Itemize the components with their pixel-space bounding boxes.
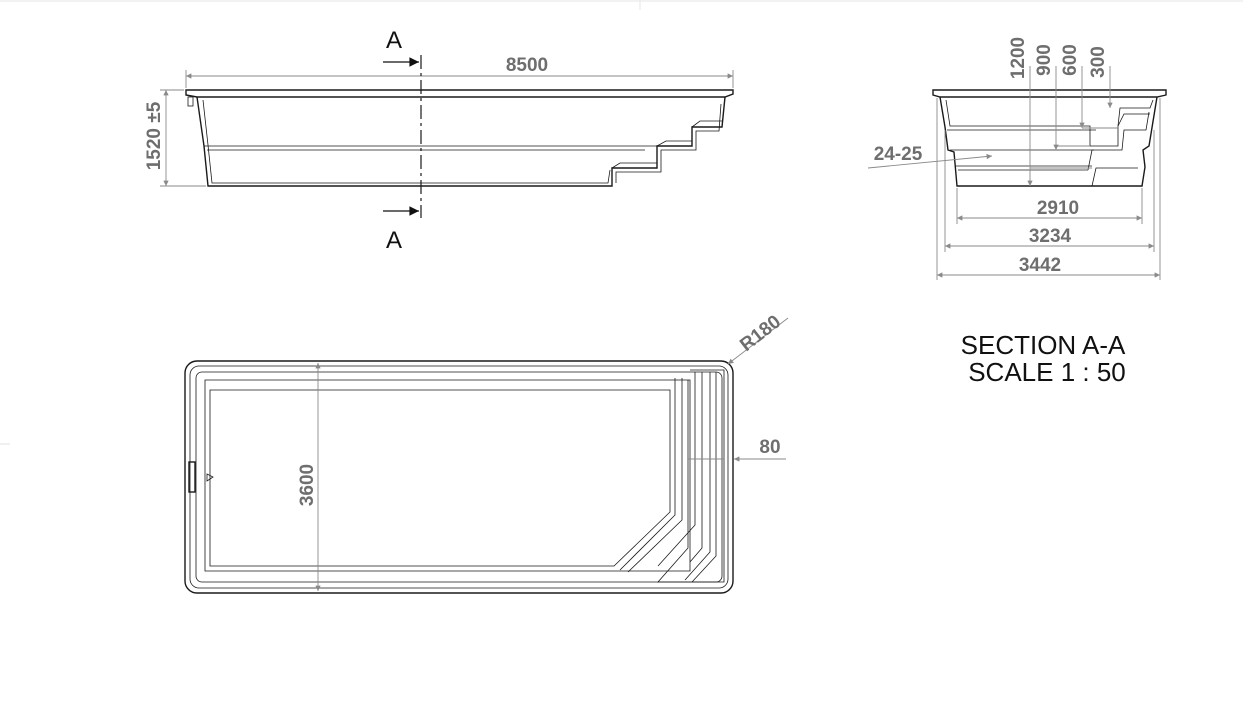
section-scale: SCALE 1 : 50 xyxy=(968,357,1126,387)
radius-dimension: R180 xyxy=(736,311,785,356)
cut-label-top: A xyxy=(386,27,402,54)
mid-width-dimension: 3234 xyxy=(1029,226,1072,247)
step-height-900: 900 xyxy=(1034,44,1055,76)
outer-width-dimension: 3442 xyxy=(1019,255,1061,276)
depth-dimension: 1520 ±5 xyxy=(144,101,165,170)
step-height-1200: 1200 xyxy=(1008,37,1029,79)
step-width-dimension: 80 xyxy=(759,437,780,458)
section-view: 1200 900 600 300 24-25 2910 3234 3442 SE… xyxy=(867,37,1167,387)
inner-width-dimension: 2910 xyxy=(1037,198,1079,219)
plan-view: 3600 R180 80 xyxy=(184,311,789,594)
section-title: SECTION A-A xyxy=(961,330,1126,360)
wall-thickness-dimension: 24-25 xyxy=(874,144,923,165)
side-view: 8500 1520 ±5 A A xyxy=(144,27,734,254)
plan-width-dimension: 3600 xyxy=(297,464,318,506)
length-dimension: 8500 xyxy=(506,55,548,76)
cut-label-bottom: A xyxy=(386,227,402,254)
step-height-600: 600 xyxy=(1060,44,1081,76)
step-height-300: 300 xyxy=(1088,46,1109,78)
